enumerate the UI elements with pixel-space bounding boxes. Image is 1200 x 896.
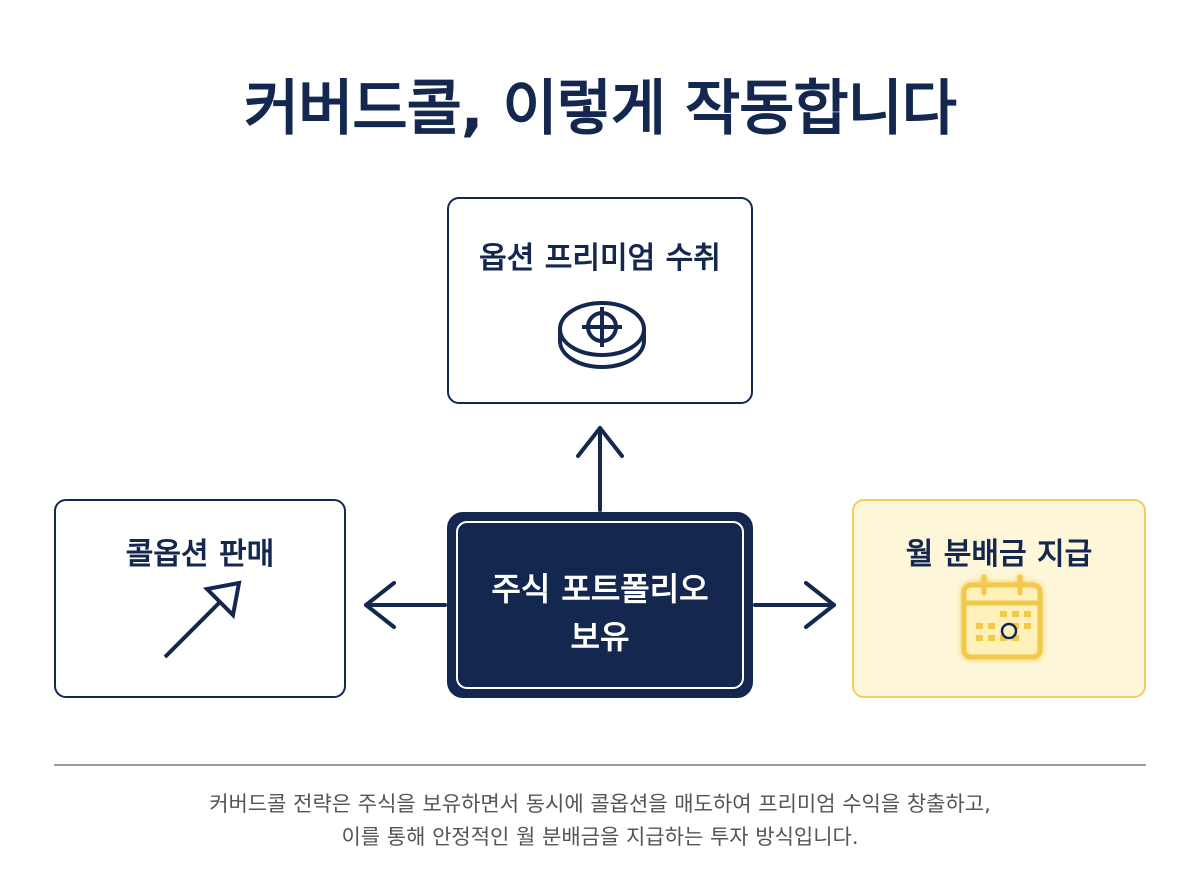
node-stock-portfolio-label: 주식 포트폴리오 보유 <box>460 565 740 661</box>
description-line1: 커버드콜 전략은 주식을 보유하면서 동시에 콜옵션을 매도하여 프리미엄 수익… <box>209 792 991 816</box>
node-monthly-distribution-label: 월 분배금 지급 <box>905 537 1093 572</box>
node-option-premium: 옵션 프리미엄 수취 <box>447 197 753 404</box>
arrow-to-premium <box>576 426 624 512</box>
diagram-title: 커버드콜, 이렇게 작동합니다 <box>244 74 957 144</box>
arrow-up-right-icon <box>163 580 242 659</box>
description-line2: 이를 통해 안정적인 월 분배금을 지급하는 투자 방식입니다. <box>341 825 859 849</box>
node-stock-portfolio-line2: 보유 <box>570 618 630 656</box>
node-stock-portfolio-line1: 주식 포트폴리오 <box>491 570 709 608</box>
node-stock-portfolio-inner-border <box>456 521 744 689</box>
divider <box>54 764 1146 766</box>
node-stock-portfolio: 주식 포트폴리오 보유 <box>447 512 753 698</box>
coin-icon <box>558 301 646 369</box>
calendar-icon <box>961 574 1043 660</box>
description: 커버드콜 전략은 주식을 보유하면서 동시에 콜옵션을 매도하여 프리미엄 수익… <box>0 788 1200 854</box>
arrow-to-call-option-sale <box>364 581 447 629</box>
node-monthly-distribution: 월 분배금 지급 <box>852 499 1146 698</box>
node-call-option-sale: 콜옵션 판매 <box>54 499 346 698</box>
arrow-to-monthly-distribution <box>753 581 836 629</box>
node-call-option-sale-label: 콜옵션 판매 <box>125 537 275 572</box>
node-option-premium-label: 옵션 프리미엄 수취 <box>479 241 721 276</box>
